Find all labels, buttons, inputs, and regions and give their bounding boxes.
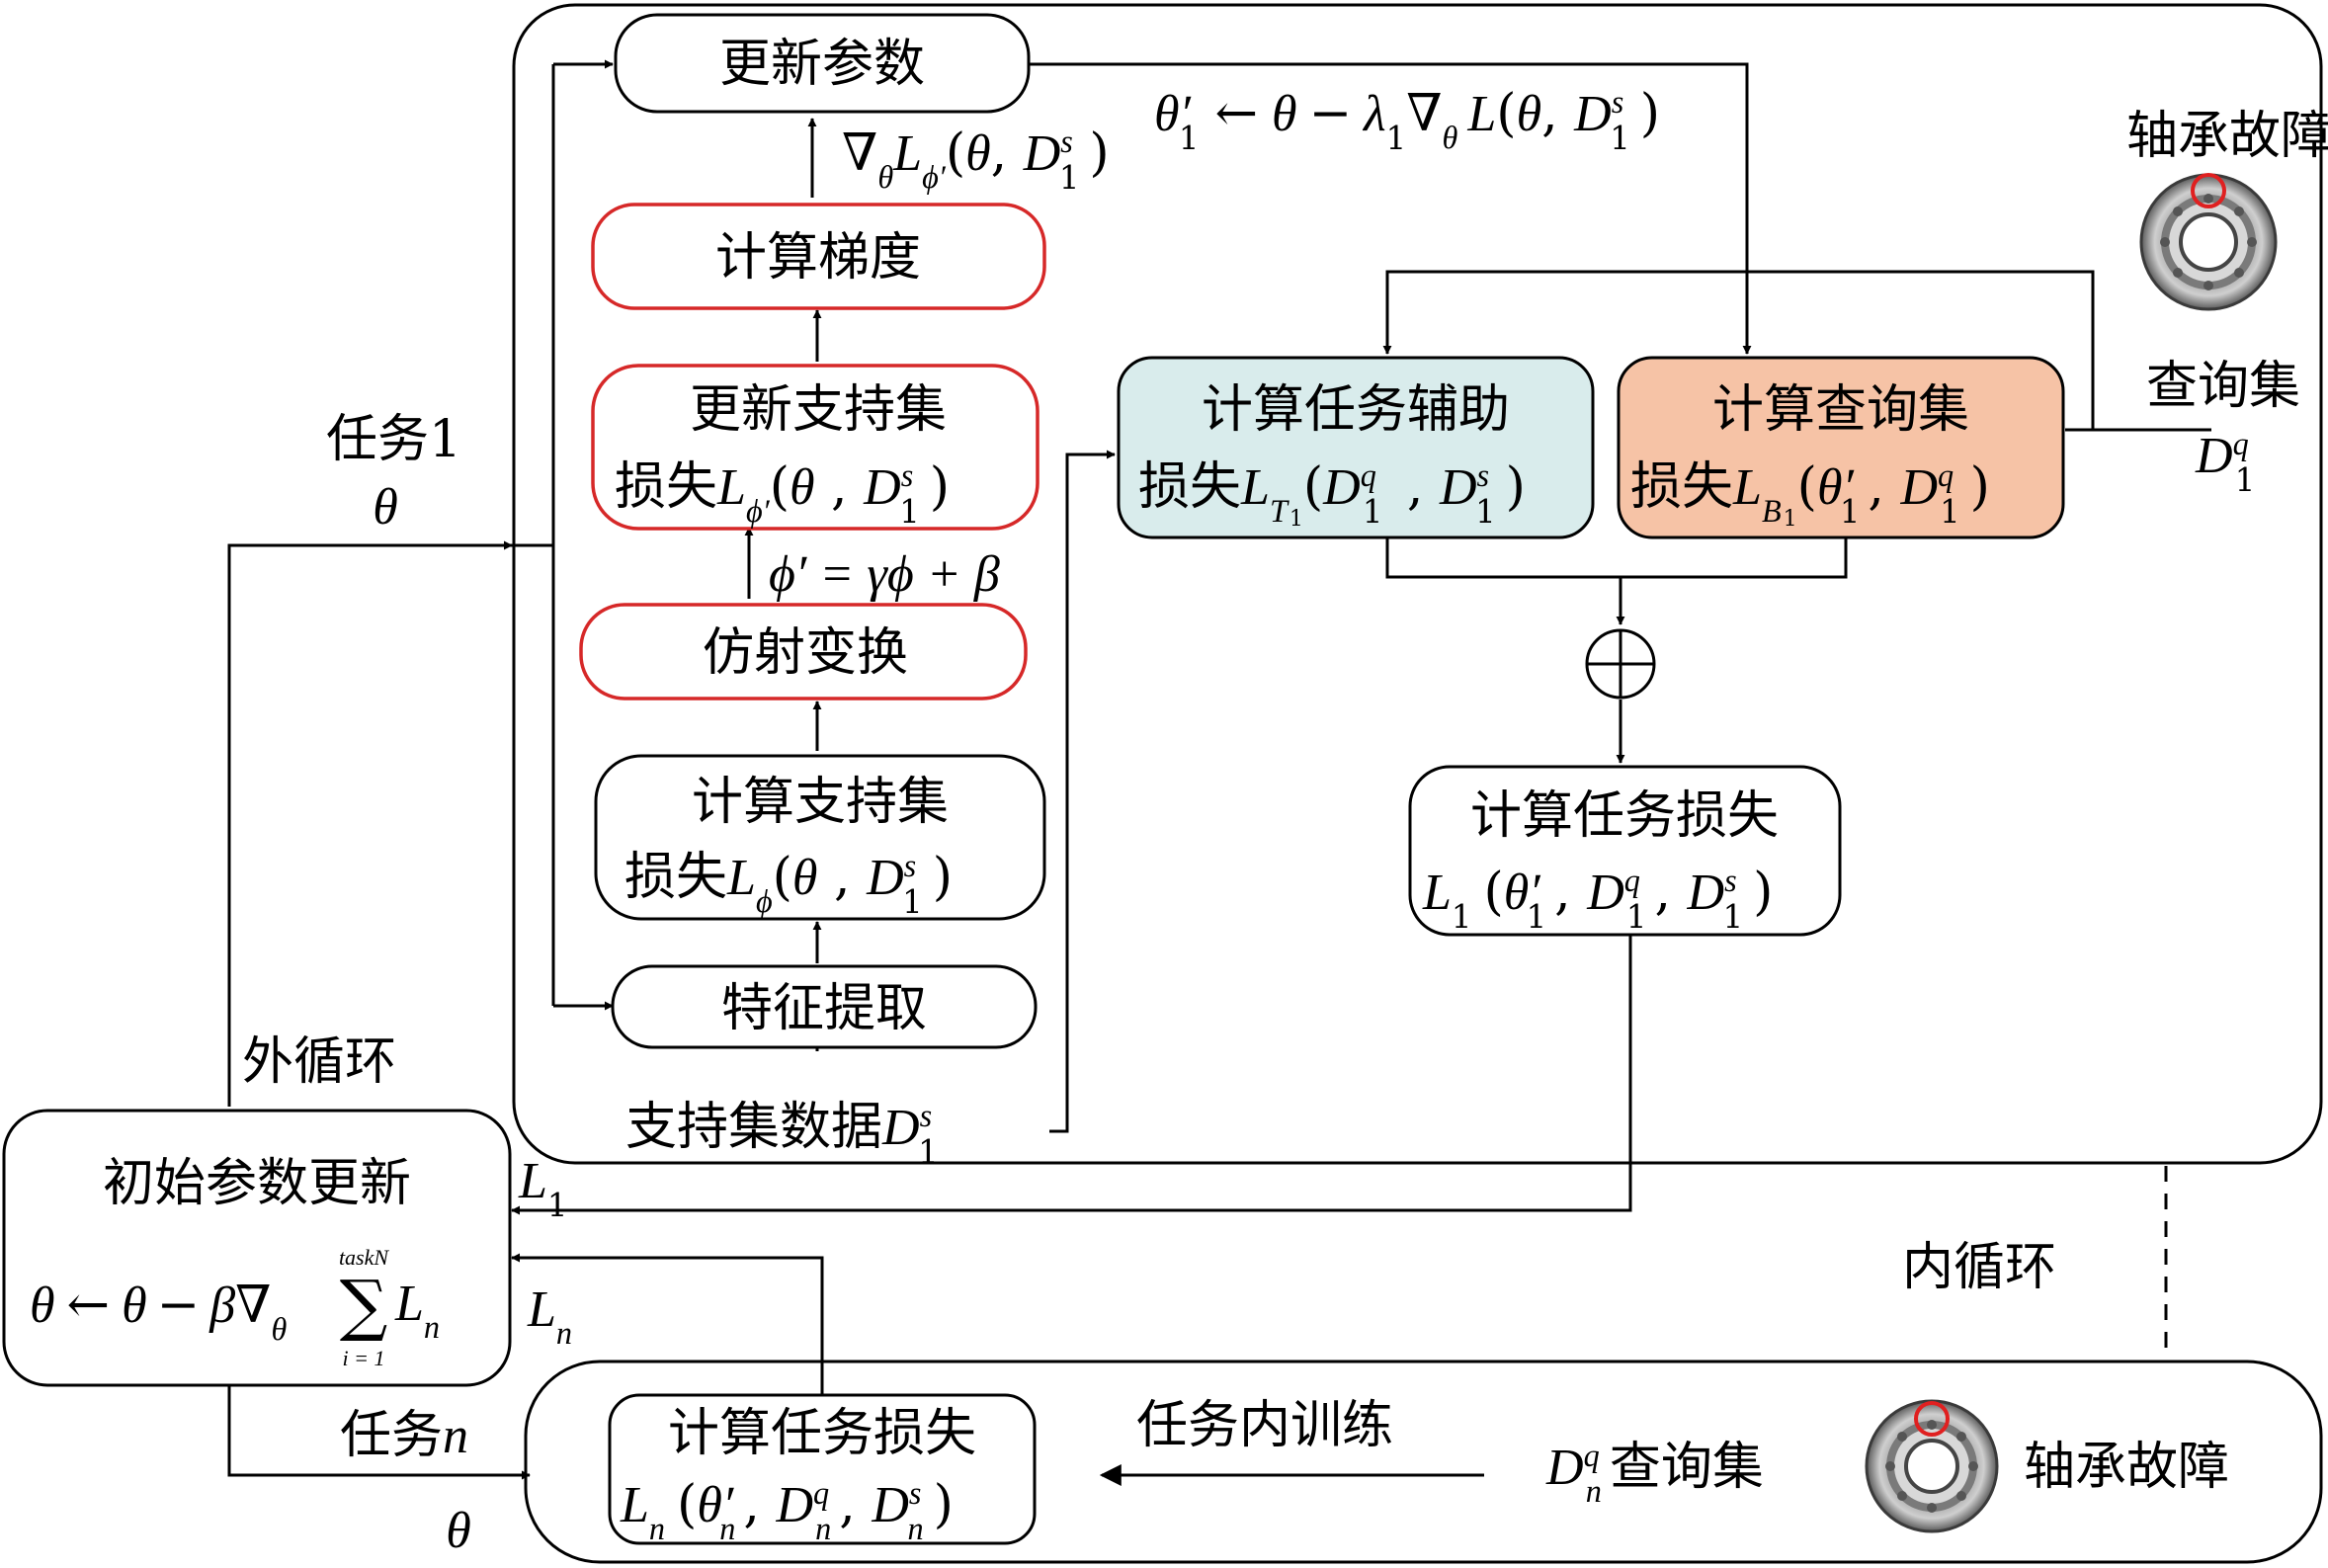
update-params-box: 更新参数 [614, 13, 1031, 114]
task1-loss-line1: 计算任务损失 [1470, 786, 1779, 846]
outer-update-formula: θ←θ−β∇θ [30, 1276, 287, 1347]
task-n-theta: θ [446, 1503, 471, 1559]
task-aux-loss-line1: 计算任务辅助 [1202, 380, 1510, 440]
inner-loop-task-n-frame [524, 1360, 2323, 1564]
compute-gradient-label: 计算梯度 [715, 228, 921, 288]
affine-transform-label: 仿射变换 [703, 623, 908, 683]
updated-support-loss-line1: 更新支持集 [690, 380, 947, 440]
bearing-fault-label-bottom: 轴承故障 [2024, 1438, 2229, 1497]
feature-extraction-box: 特征提取 [611, 964, 1038, 1049]
compute-gradient-box: 计算梯度 [591, 203, 1046, 310]
bearing-fault-icon [2139, 173, 2278, 311]
task-n-loss-line1: 计算任务损失 [668, 1404, 976, 1463]
outer-loop-label: 外循环 [242, 1032, 396, 1092]
task-n-label: 任务n [340, 1406, 468, 1465]
sum-operator [1585, 628, 1656, 700]
sum-symbol: ∑ [340, 1267, 388, 1345]
merge-line [1385, 538, 1848, 579]
query-loss-line1: 计算查询集 [1712, 380, 1969, 440]
sum-upper-limit: taskN [339, 1245, 389, 1270]
sum-term: Ln [394, 1276, 440, 1345]
in-task-training-label: 任务内训练 [1136, 1396, 1393, 1455]
arrow-support-data-to-task-aux [1049, 450, 1116, 1133]
arrow-ln-return [511, 1253, 824, 1395]
affine-transform-box: 仿射变换 [579, 603, 1028, 701]
sum-lower-limit: i = 1 [343, 1346, 385, 1370]
init-param-update-title: 初始参数更新 [103, 1154, 411, 1213]
affine-formula: ϕ′ = γϕ + β [769, 546, 1000, 603]
arrow-task-n-entry [227, 1385, 531, 1480]
task1-theta: θ [373, 479, 398, 536]
update-params-label: 更新参数 [719, 35, 925, 94]
init-param-update-box: 初始参数更新 [2, 1109, 512, 1387]
bearing-fault-icon [1865, 1399, 1999, 1533]
task1-label: 任务1 [326, 410, 461, 469]
ln-label: Ln [527, 1281, 572, 1351]
query-set-label-top: 查询集 [2146, 357, 2300, 416]
arrow-update-to-query-loss [1028, 62, 1752, 355]
bearing-fault-label-top: 轴承故障 [2126, 107, 2328, 166]
feature-extraction-label: 特征提取 [721, 979, 927, 1038]
inner-loop-task1-frame [512, 3, 2323, 1165]
arrow-task1-entry [227, 540, 513, 1107]
compute-support-loss-line1: 计算支持集 [692, 773, 949, 832]
l1-label: L1 [518, 1153, 567, 1224]
inner-loop-label: 内循环 [1902, 1238, 2056, 1297]
arrow-l1-return [511, 934, 1632, 1215]
